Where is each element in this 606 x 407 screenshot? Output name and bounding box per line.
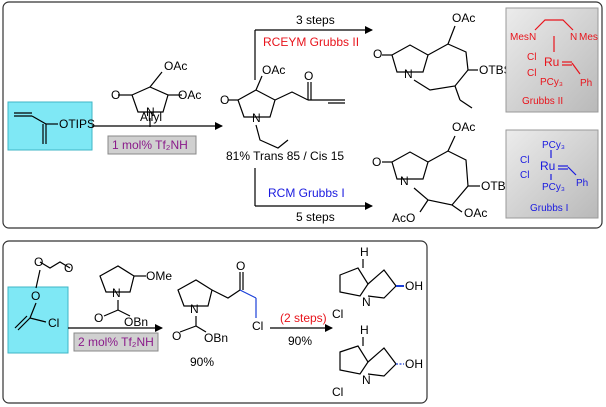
svg-text:PCy₃: PCy₃ <box>542 182 565 193</box>
reagent-obn: OBn <box>124 315 148 329</box>
bottom-steps-yield: 90% <box>288 334 312 348</box>
lower-product-aco: AcO <box>392 211 415 225</box>
chloro-reagent: O O O Cl <box>7 255 73 354</box>
product-2-oh: OH <box>405 357 423 371</box>
reagent-highlight-box <box>7 101 93 151</box>
upper-conditions: RCEYM Grubbs II <box>263 35 359 49</box>
svg-text:Ru: Ru <box>540 159 555 173</box>
grubbs-ii-card: Mes N N Mes Cl Cl Ru Ph PCy₃ Grubbs II <box>505 7 599 113</box>
upper-steps: 3 steps <box>296 13 335 27</box>
svg-text:Cl: Cl <box>520 155 529 166</box>
reagent-allyl: Allyl <box>140 110 162 124</box>
catalyst-label: 1 mol% Tf₂NH <box>112 138 188 152</box>
intermediate-obn: OBn <box>204 331 228 345</box>
svg-text:N: N <box>400 174 409 188</box>
reagent-ome: OMe <box>146 269 172 283</box>
grubbs-i-label: Grubbs I <box>530 203 568 214</box>
pyrrolidine-reagent: OMe N O OBn <box>94 265 172 329</box>
svg-text:O: O <box>64 261 73 275</box>
svg-text:O: O <box>111 88 120 102</box>
lower-product-oac-top: OAc <box>452 120 475 134</box>
grubbs-ii-label: Grubbs II <box>522 96 563 107</box>
intermediate-bottom: N O Cl O OBn <box>172 259 263 345</box>
upper-product-otbs: OTBS <box>479 63 512 77</box>
svg-text:Mes: Mes <box>579 32 598 43</box>
svg-text:N: N <box>570 32 577 43</box>
catalyst-box <box>107 135 197 155</box>
grubbs-i-card: PCy₃ Cl Cl Ru Ph PCy₃ Grubbs I <box>505 129 599 219</box>
svg-text:Cl: Cl <box>527 68 536 79</box>
reagent-oac-top: OAc <box>164 59 187 73</box>
catalyst-box-bottom <box>73 332 159 352</box>
svg-text:Cl: Cl <box>332 385 343 399</box>
svg-text:N: N <box>404 67 413 81</box>
lower-product-oac-right: OAc <box>464 206 487 220</box>
enyne-reagent: OTIPS <box>7 101 95 151</box>
lower-steps: 5 steps <box>296 210 335 224</box>
svg-text:Cl: Cl <box>520 170 529 181</box>
svg-text:N: N <box>190 302 199 316</box>
intermediate-yield: 90% <box>190 355 214 369</box>
bottom-steps: (2 steps) <box>280 311 327 325</box>
bottom-panel <box>2 240 428 404</box>
top-panel <box>2 1 603 229</box>
svg-text:Mes: Mes <box>510 32 529 43</box>
svg-text:O: O <box>304 69 313 83</box>
intermediate-oac: OAc <box>262 63 285 77</box>
svg-text:Ph: Ph <box>576 178 588 189</box>
svg-text:Ru: Ru <box>544 55 559 69</box>
intermediate-structure: O N OAc O <box>220 63 345 149</box>
svg-text:Cl: Cl <box>332 307 343 321</box>
svg-text:N: N <box>529 32 536 43</box>
svg-text:N: N <box>252 111 261 125</box>
upper-product: O N OAc OTBS <box>373 11 512 109</box>
product-1-oh: OH <box>405 279 423 293</box>
yield-ratio: 81% Trans 85 / Cis 15 <box>226 149 344 163</box>
reagent-cl: Cl <box>48 316 59 330</box>
enyne-group-label: OTIPS <box>59 117 95 131</box>
svg-text:N: N <box>146 105 155 119</box>
intermediate-cl: Cl <box>252 319 263 333</box>
svg-text:O: O <box>236 259 245 273</box>
diacetoxy-pyrrolidinone: O N OAc OAc Allyl <box>111 59 201 127</box>
svg-text:O: O <box>372 155 381 169</box>
svg-text:O: O <box>31 289 40 303</box>
svg-text:PCy₃: PCy₃ <box>542 140 565 151</box>
svg-text:O: O <box>34 255 43 269</box>
lower-conditions: RCM Grubbs I <box>268 186 345 200</box>
svg-text:N: N <box>362 295 371 309</box>
svg-text:O: O <box>373 47 382 61</box>
svg-text:O: O <box>220 93 229 107</box>
svg-text:Cl: Cl <box>527 52 536 63</box>
svg-text:H: H <box>360 245 369 259</box>
svg-text:PCy₃: PCy₃ <box>540 77 563 88</box>
svg-text:N: N <box>362 373 371 387</box>
product-1: H OH N Cl <box>332 245 423 321</box>
svg-text:O: O <box>94 311 103 325</box>
svg-text:O: O <box>172 329 181 343</box>
svg-text:N: N <box>112 286 121 300</box>
svg-text:Ph: Ph <box>580 78 592 89</box>
reagent-oac-side: OAc <box>178 88 201 102</box>
upper-product-oac: OAc <box>452 11 475 25</box>
product-2: H OH N Cl <box>332 323 423 399</box>
svg-text:H: H <box>360 323 369 337</box>
catalyst-label-bottom: 2 mol% Tf₂NH <box>78 335 154 349</box>
